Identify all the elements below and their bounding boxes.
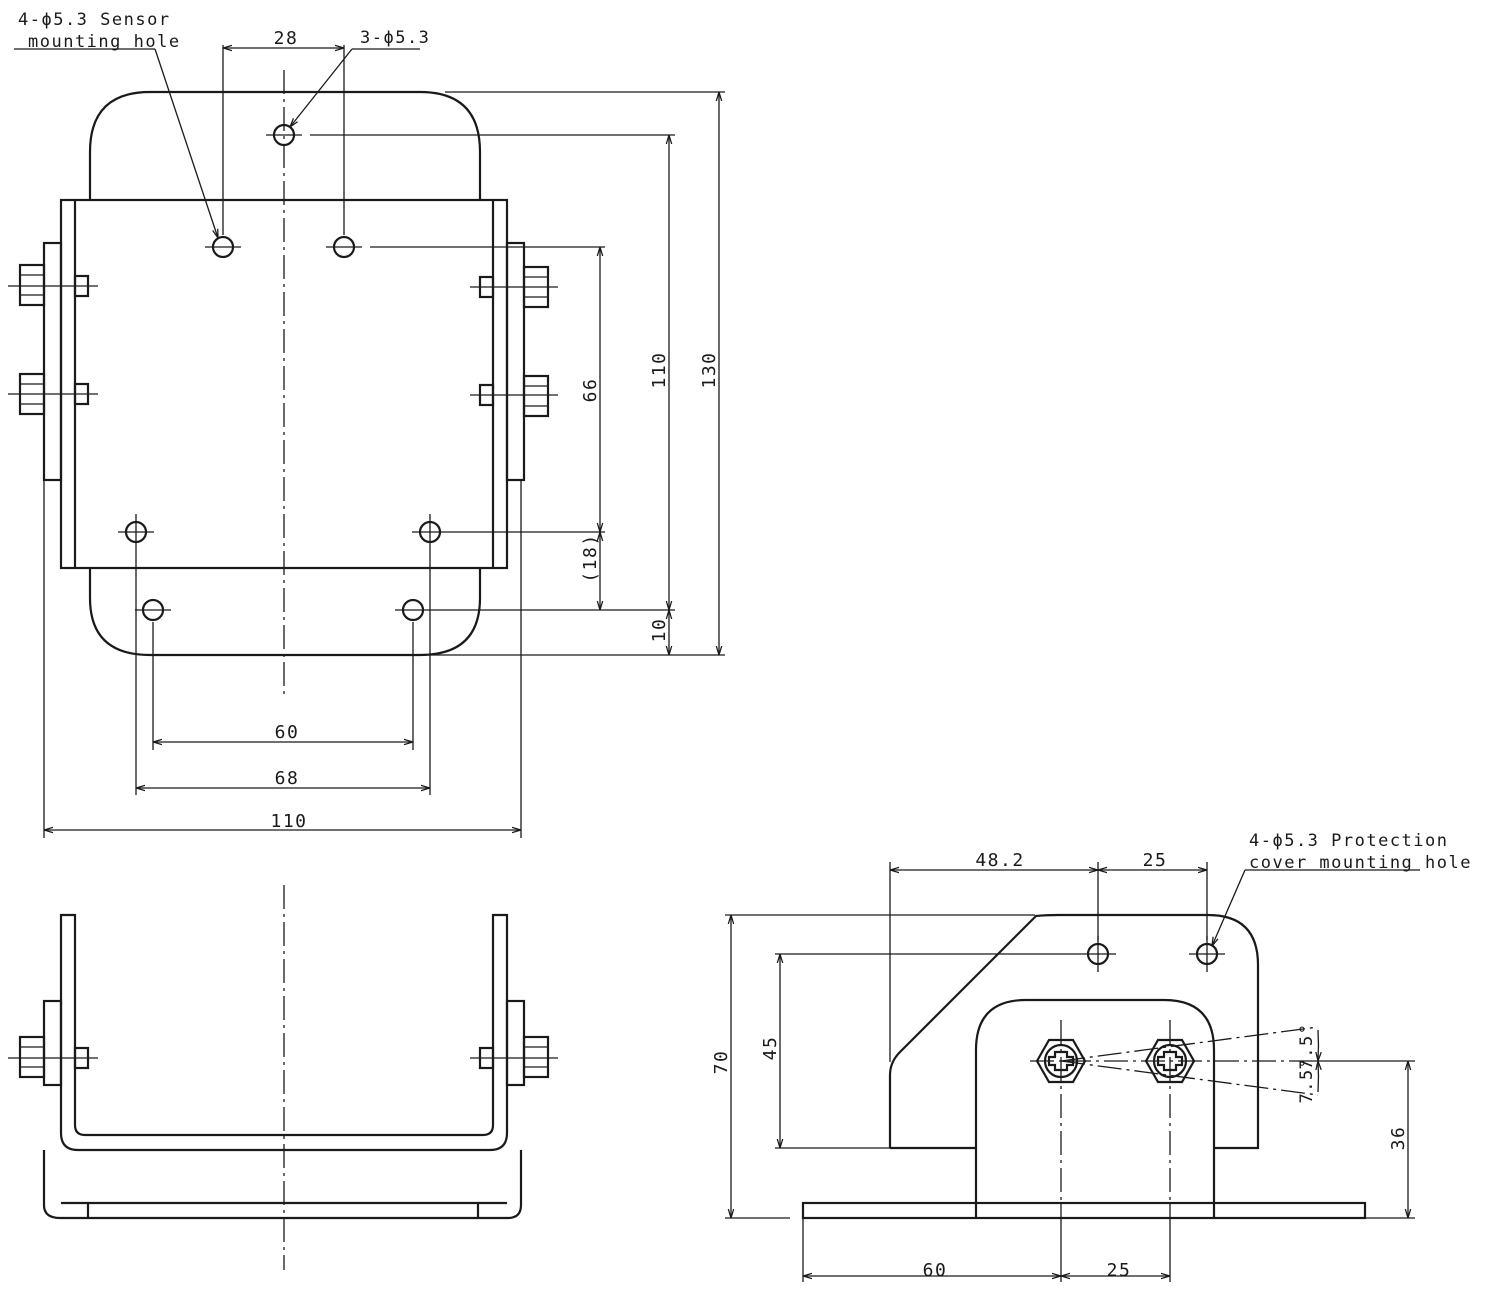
dim-48-2: 48.2 <box>975 850 1024 871</box>
dim-66: 66 <box>580 378 601 403</box>
dim-110-h: 110 <box>270 811 307 832</box>
mounting-hole-icon <box>412 514 448 550</box>
angle-down: 7.5° <box>1297 1057 1317 1104</box>
dim-70: 70 <box>711 1050 732 1075</box>
hex-bolt-icon <box>8 372 98 416</box>
u-bracket <box>59 913 509 1152</box>
side-view: 4-ϕ5.3 Protection cover mounting hole 48… <box>711 831 1472 1282</box>
mounting-hole-icon <box>118 514 154 550</box>
dim-68: 68 <box>275 768 300 789</box>
dim-25-top: 25 <box>1143 850 1168 871</box>
base-plate <box>801 1201 1367 1220</box>
dim-36: 36 <box>1388 1126 1409 1151</box>
mounting-hole-icon <box>326 235 362 259</box>
dim-25-bottom: 25 <box>1107 1260 1132 1281</box>
mounting-hole-icon <box>135 598 171 622</box>
dim-60: 60 <box>275 722 300 743</box>
sensor-hole-note-2: mounting hole <box>28 32 181 52</box>
dim-top-spacing: 28 <box>274 28 299 49</box>
dim-18: (18) <box>580 533 601 582</box>
cover-hole-note: 4-ϕ5.3 Protection <box>1249 831 1449 851</box>
right-side-wall <box>505 241 526 482</box>
bottom-view <box>8 885 558 1270</box>
mounting-hole-icon <box>1189 936 1225 972</box>
sensor-hole-note: 4-ϕ5.3 Sensor <box>18 10 171 30</box>
cover-hole-note-2: cover mounting hole <box>1249 853 1472 873</box>
mounting-hole-icon <box>395 598 431 622</box>
hex-bolt-icon <box>8 263 98 307</box>
dim-45: 45 <box>760 1036 781 1061</box>
left-side-wall <box>42 241 63 482</box>
hex-bolt-icon <box>470 1035 558 1079</box>
top-hole-note: 3-ϕ5.3 <box>360 28 430 48</box>
mounting-hole-icon <box>205 235 241 259</box>
dim-10: 10 <box>649 618 670 643</box>
dim-110-v: 110 <box>649 351 670 388</box>
hex-bolt-icon <box>8 1035 98 1079</box>
side-plate <box>888 913 1260 1150</box>
hex-bolt-icon <box>470 374 558 418</box>
mounting-hole-icon <box>1080 936 1116 972</box>
dim-130: 130 <box>699 351 720 388</box>
angle-up: 7.5° <box>1297 1023 1317 1070</box>
front-view: 4-ϕ5.3 Sensor mounting hole 3-ϕ5.3 28 66… <box>8 10 725 838</box>
hex-bolt-icon <box>470 265 558 309</box>
dim-60-side: 60 <box>923 1260 948 1281</box>
